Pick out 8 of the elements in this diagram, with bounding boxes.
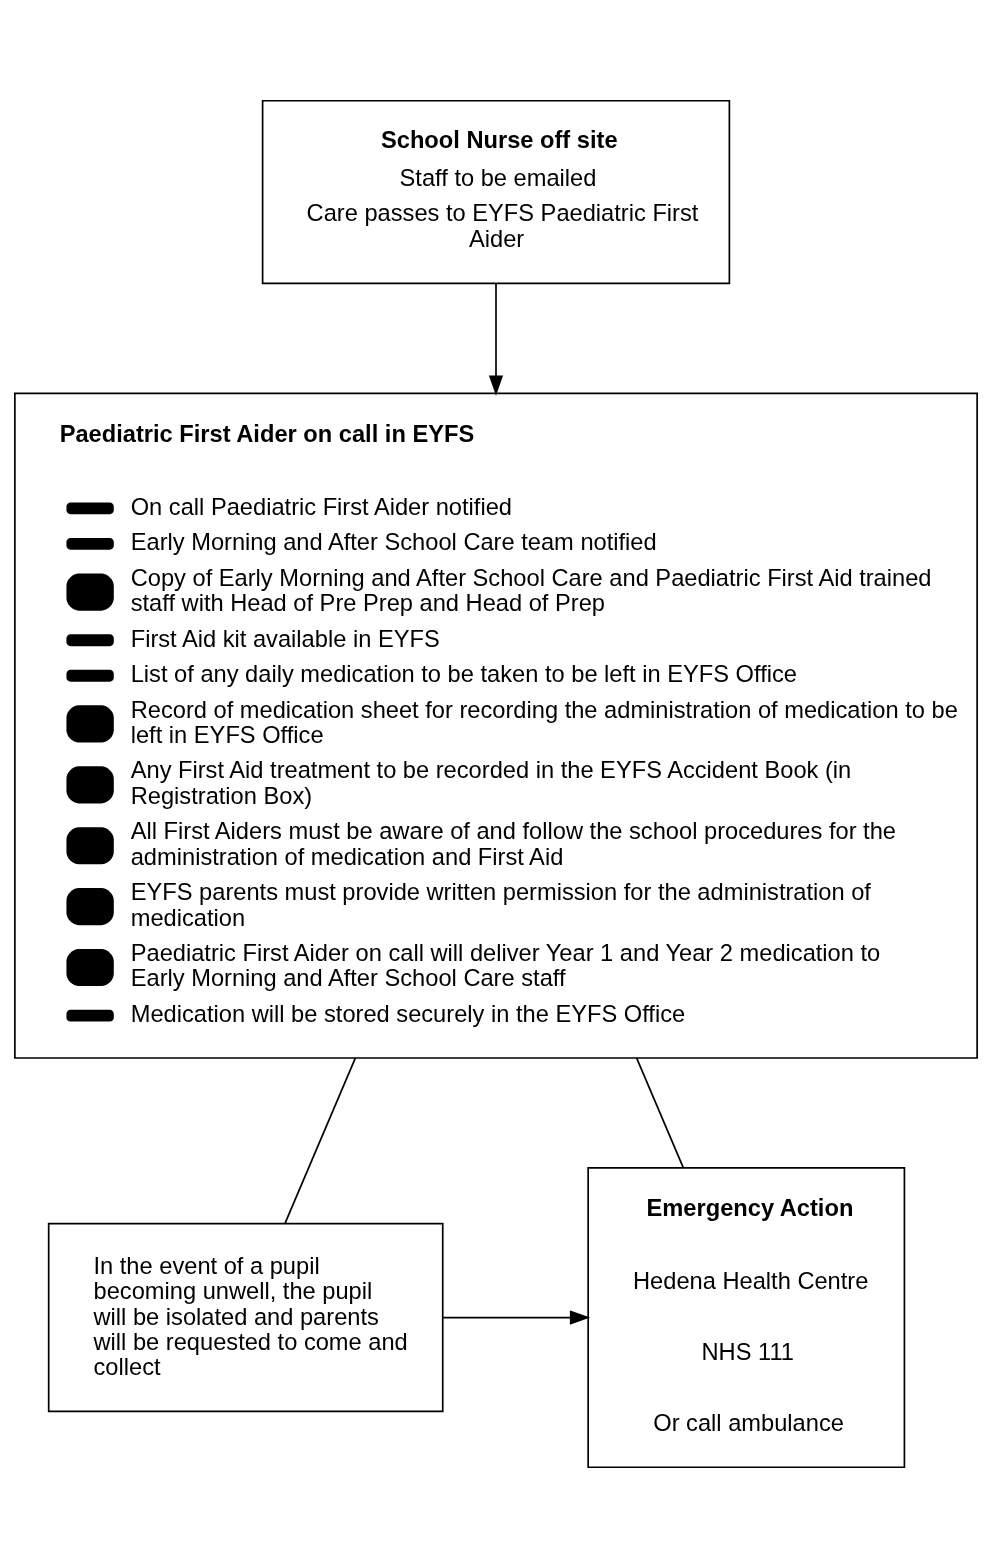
connector (635, 1056, 685, 1168)
node-box: In the event of a pupil becoming unwell, the pupil will be isolated and parents will be requested to come and collect (47, 1222, 444, 1412)
connector (284, 1056, 357, 1224)
node-box: School Nurse off site Staff to be emailed Care passes to EYFS Paediatric First Aider (261, 99, 731, 284)
node-box: Emergency Action Hedena Health Centre NHS 111 Or call ambulance (587, 1166, 906, 1468)
arrow (488, 282, 504, 396)
arrow (442, 1309, 591, 1325)
node-box: Paediatric First Aider on call in EYFS On call Paediatric First Aider notified Early Morning and After School Care team notified Copy of Early Morning and After School Care and Paediatric First Aid trained staff with Head of Pre Prep and Head of Prep First Aid kit available in EYFS List of any daily medication to be taken to be left in EYFS Office Record of medication sheet for recording the administration of medication to be left in EYFS Office Any First Aid treatment to be recorded in the EYFS Accident Book (in Registration Box) All First Aiders must be aware of and follow the school procedures for the administration of medication and First Aid EYFS parents must provide written permission for the administration of medication Paediatric First Aider on call will deliver Year 1 and Year 2 medication to Early Morning and After School Care staff Medication will be stored securely in the EYFS Office (14, 392, 978, 1059)
